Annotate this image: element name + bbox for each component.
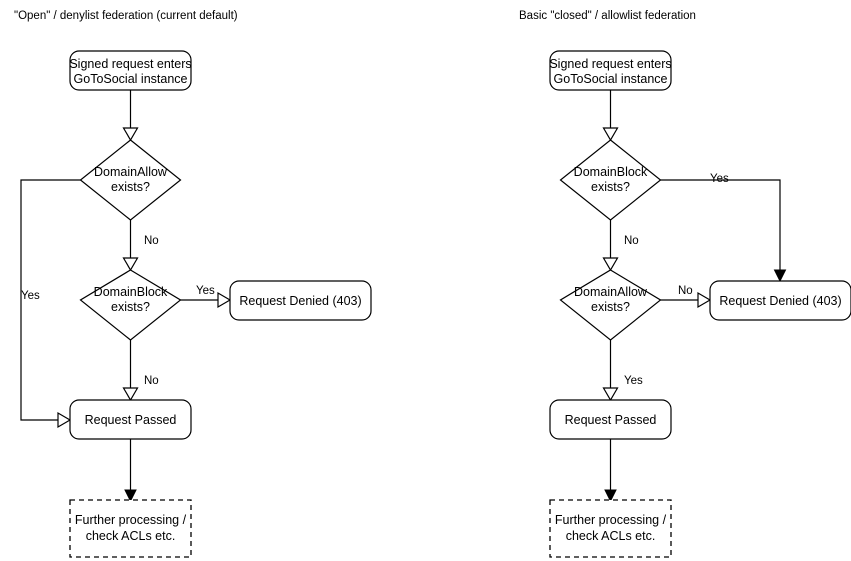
node-domain-allow-left-line1: DomainAllow bbox=[94, 165, 168, 179]
node-domain-block-left-line1: DomainBlock bbox=[94, 285, 168, 299]
node-further-left-shape bbox=[69, 499, 192, 558]
edge-domain-block-yes-right-line bbox=[660, 179, 781, 272]
node-entry-right-line1: Signed request enters bbox=[549, 57, 671, 71]
node-domain-block-left-line2: exists? bbox=[111, 300, 150, 314]
node-domain-block-right-line2: exists? bbox=[591, 180, 630, 194]
node-denied-right: Request Denied (403) bbox=[709, 280, 851, 321]
edge-domain-block-no-left: No bbox=[122, 340, 159, 402]
node-domain-allow-right: DomainAllow exists? bbox=[559, 269, 662, 341]
edge-label-domain-allow-no-left: No bbox=[144, 235, 159, 247]
arrowhead-open-icon bbox=[122, 387, 139, 402]
edge-domain-allow-yes-right: Yes bbox=[602, 340, 643, 402]
node-passed-right: Request Passed bbox=[549, 399, 672, 440]
node-further-right-line1: Further processing / bbox=[555, 513, 667, 527]
edge-domain-block-yes-right: Yes bbox=[660, 173, 787, 283]
arrowhead-open-icon bbox=[602, 127, 619, 142]
panel-title-open-federation: "Open" / denylist federation (current de… bbox=[14, 10, 238, 22]
node-passed-right-label: Request Passed bbox=[565, 413, 657, 427]
edge-domain-allow-yes-left-line bbox=[20, 179, 81, 421]
node-entry-left-line1: Signed request enters bbox=[69, 57, 191, 71]
node-passed-left-label: Request Passed bbox=[85, 413, 177, 427]
arrowhead-open-icon bbox=[57, 411, 72, 429]
edge-domain-allow-no-left: No bbox=[122, 220, 159, 272]
node-domain-allow-left-line2: exists? bbox=[111, 180, 150, 194]
node-passed-left: Request Passed bbox=[69, 399, 192, 440]
node-denied-left: Request Denied (403) bbox=[229, 280, 372, 321]
panel-title-closed-federation: Basic "closed" / allowlist federation bbox=[519, 10, 696, 22]
arrowhead-open-icon bbox=[602, 387, 619, 402]
edge-domain-allow-yes-left: Yes bbox=[20, 179, 81, 429]
arrowhead-open-icon bbox=[602, 257, 619, 272]
edge-label-domain-block-no-right: No bbox=[624, 235, 639, 247]
arrowhead-open-icon bbox=[122, 127, 139, 142]
node-further-left: Further processing / check ACLs etc. bbox=[69, 499, 192, 558]
panel-closed-federation: Basic "closed" / allowlist federation Si… bbox=[519, 10, 851, 558]
edge-passed-to-further-left bbox=[124, 439, 137, 503]
node-denied-left-shape bbox=[229, 280, 372, 321]
edge-entry-to-domain-allow-left bbox=[122, 90, 139, 142]
node-entry-right-line2: GoToSocial instance bbox=[554, 72, 668, 86]
edge-label-domain-allow-yes-left: Yes bbox=[21, 290, 40, 302]
edge-label-domain-block-yes-right: Yes bbox=[710, 173, 729, 185]
arrowhead-filled-icon bbox=[124, 489, 137, 503]
node-entry-left-line2: GoToSocial instance bbox=[74, 72, 188, 86]
edge-label-domain-allow-yes-right: Yes bbox=[624, 375, 643, 387]
edge-domain-block-no-right: No bbox=[602, 220, 639, 272]
node-domain-allow-right-line1: DomainAllow bbox=[574, 285, 648, 299]
edge-label-domain-block-no-left: No bbox=[144, 375, 159, 387]
node-domain-block-right-line1: DomainBlock bbox=[574, 165, 648, 179]
node-further-right-line2: check ACLs etc. bbox=[566, 529, 656, 543]
arrowhead-filled-icon bbox=[773, 269, 787, 283]
edge-label-domain-block-yes-left: Yes bbox=[196, 285, 215, 297]
arrowhead-open-icon bbox=[697, 291, 712, 309]
edge-domain-allow-no-right: No bbox=[660, 285, 712, 309]
node-denied-left-label: Request Denied (403) bbox=[239, 294, 361, 308]
edge-domain-block-yes-left: Yes bbox=[180, 285, 232, 309]
edge-entry-to-domain-block-right bbox=[602, 90, 619, 142]
node-further-right-shape bbox=[549, 499, 672, 558]
node-domain-block-left: DomainBlock exists? bbox=[79, 269, 182, 341]
panel-open-federation: "Open" / denylist federation (current de… bbox=[14, 10, 372, 558]
arrowhead-open-icon bbox=[122, 257, 139, 272]
arrowhead-filled-icon bbox=[604, 489, 617, 503]
arrowhead-open-icon bbox=[217, 291, 232, 309]
edge-label-domain-allow-no-right: No bbox=[678, 285, 693, 297]
node-domain-allow-right-line2: exists? bbox=[591, 300, 630, 314]
node-denied-right-shape bbox=[709, 280, 851, 321]
node-domain-block-right: DomainBlock exists? bbox=[559, 139, 662, 221]
node-further-left-line1: Further processing / bbox=[75, 513, 187, 527]
node-denied-right-label: Request Denied (403) bbox=[719, 294, 841, 308]
node-further-right: Further processing / check ACLs etc. bbox=[549, 499, 672, 558]
node-entry-right: Signed request enters GoToSocial instanc… bbox=[549, 50, 672, 91]
edge-passed-to-further-right bbox=[604, 439, 617, 503]
node-further-left-line2: check ACLs etc. bbox=[86, 529, 176, 543]
node-entry-left: Signed request enters GoToSocial instanc… bbox=[69, 50, 192, 91]
node-domain-allow-left: DomainAllow exists? bbox=[79, 139, 182, 221]
